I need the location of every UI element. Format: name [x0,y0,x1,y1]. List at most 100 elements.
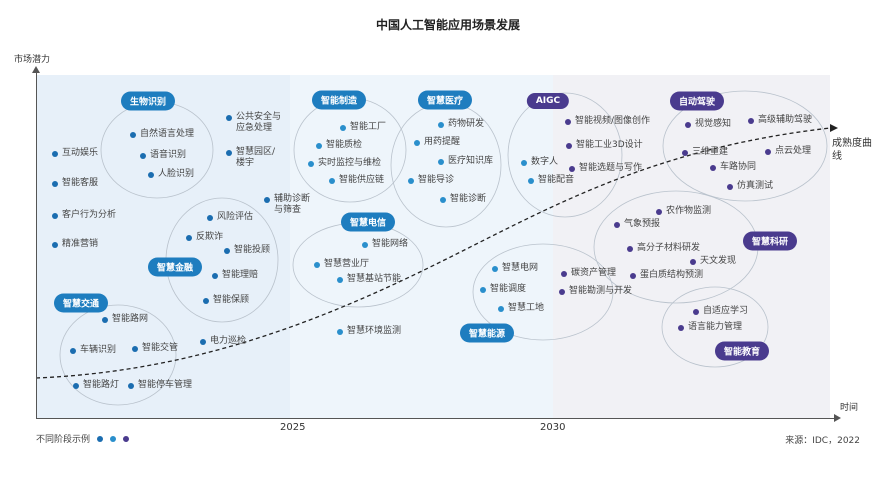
bullet-dot-icon [414,139,420,146]
scenario-label: 客户行为分析 [62,210,117,220]
scenario-label: 智慧电网 [502,263,539,273]
legend-dot-phase-2 [110,435,117,442]
category-pill: 生物识别 [120,91,176,111]
bullet-dot-icon [52,212,58,219]
scenario-item: 医疗知识库 [438,156,493,167]
y-axis-label: 市场潜力 [14,55,51,65]
scenario-item: 智慧工地 [498,303,544,314]
scenario-group-circle [507,92,623,218]
scenario-item: 智慧电网 [492,263,538,274]
scenario-label: 气象预报 [624,219,661,229]
scenario-label: 智能理赔 [222,270,259,280]
bullet-dot-icon [128,382,134,389]
scenario-item: 数字人 [521,157,558,168]
scenario-item: 实时监控与维检 [308,158,381,169]
scenario-item: 反欺诈 [186,232,223,243]
scenario-label: 用药提醒 [424,137,461,147]
bullet-dot-icon [678,324,684,331]
scenario-label: 智慧基站节能 [347,274,402,284]
bullet-dot-icon [226,114,232,121]
scenario-label: 公共安全与 应急处理 [236,112,282,133]
bullet-dot-icon [73,382,79,389]
scenario-label: 反欺诈 [196,232,224,242]
scenario-item: 农作物监测 [656,206,711,217]
scenario-item: 点云处理 [765,146,811,157]
scenario-label: 智慧营业厅 [324,259,370,269]
scenario-label: 电力巡检 [210,336,247,346]
scenario-label: 高级辅助驾驶 [758,115,813,125]
bullet-dot-icon [70,347,76,354]
category-pill: 智慧科研 [742,231,798,251]
category-pill: 智能教育 [714,341,770,361]
scenario-item: 自然语言处理 [130,129,194,140]
bullet-dot-icon [566,142,572,149]
bullet-dot-icon [498,305,504,312]
scenario-item: 智能诊断 [440,194,486,205]
bullet-dot-icon [264,196,270,203]
scenario-item: 视觉感知 [685,119,731,130]
scenario-label: 自适应学习 [703,306,749,316]
scenario-label: 高分子材料研发 [637,243,701,253]
scenario-label: 车路协同 [720,162,757,172]
scenario-item: 互动娱乐 [52,148,98,159]
scenario-label: 智能供应链 [339,175,385,185]
bullet-dot-icon [212,272,218,279]
scenario-item: 智能配音 [528,175,574,186]
legend-label: 不同阶段示例 [36,435,91,445]
scenario-label: 互动娱乐 [62,148,99,158]
scenario-label: 智能质检 [326,140,363,150]
scenario-item: 智能路灯 [73,380,119,391]
bullet-dot-icon [52,180,58,187]
scenario-item: 车辆识别 [70,345,116,356]
bullet-dot-icon [492,265,498,272]
scenario-item: 智能供应链 [329,175,384,186]
scenario-item: 语音识别 [140,150,186,161]
scenario-item: 碳资产管理 [561,268,616,279]
scenario-item: 精准营销 [52,239,98,250]
bullet-dot-icon [438,158,444,165]
bullet-dot-icon [52,150,58,157]
scenario-item: 智能工业3D设计 [566,140,643,151]
scenario-item: 智慧环境监测 [337,326,401,337]
scenario-group-circle [472,243,614,341]
bullet-dot-icon [438,121,444,128]
scenario-label: 智能交管 [142,343,179,353]
scenario-label: 智能路网 [112,314,149,324]
category-pill: 智慧金融 [147,257,203,277]
bullet-dot-icon [314,261,320,268]
bullet-dot-icon [148,171,154,178]
scenario-label: 仿真测试 [737,181,774,191]
scenario-label: 药物研发 [448,119,485,129]
legend-dot-phase-3 [123,435,130,442]
bullet-dot-icon [559,288,565,295]
bullet-dot-icon [765,148,771,155]
scenario-item: 智能保顾 [203,295,249,306]
scenario-item: 智能质检 [316,140,362,151]
scenario-label: 天文发现 [700,256,737,266]
scenario-label: 智能选题与写作 [579,163,643,173]
scenario-item: 气象预报 [614,219,660,230]
bullet-dot-icon [207,214,213,221]
scenario-label: 精准营销 [62,239,99,249]
bullet-dot-icon [614,221,620,228]
scenario-item: 智能选题与写作 [569,163,642,174]
scenario-item: 智能勘测与开发 [559,286,632,297]
scenario-label: 智能诊断 [450,194,487,204]
scenario-item: 智能路网 [102,314,148,325]
bullet-dot-icon [408,177,414,184]
scenario-label: 智能调度 [490,284,527,294]
scenario-label: 智能投顾 [234,245,271,255]
bullet-dot-icon [565,118,571,125]
bullet-dot-icon [362,241,368,248]
scenario-label: 智能路灯 [83,380,120,390]
y-axis [36,70,37,419]
scenario-item: 智能工厂 [340,122,386,133]
scenario-label: 实时监控与维检 [318,158,382,168]
chart-title: 中国人工智能应用场景发展 [375,18,520,32]
legend: 不同阶段示例 [36,432,130,445]
scenario-group-circle [662,90,828,202]
bullet-dot-icon [130,131,136,138]
bullet-dot-icon [480,286,486,293]
scenario-item: 智能停车管理 [128,380,192,391]
bullet-dot-icon [337,276,343,283]
